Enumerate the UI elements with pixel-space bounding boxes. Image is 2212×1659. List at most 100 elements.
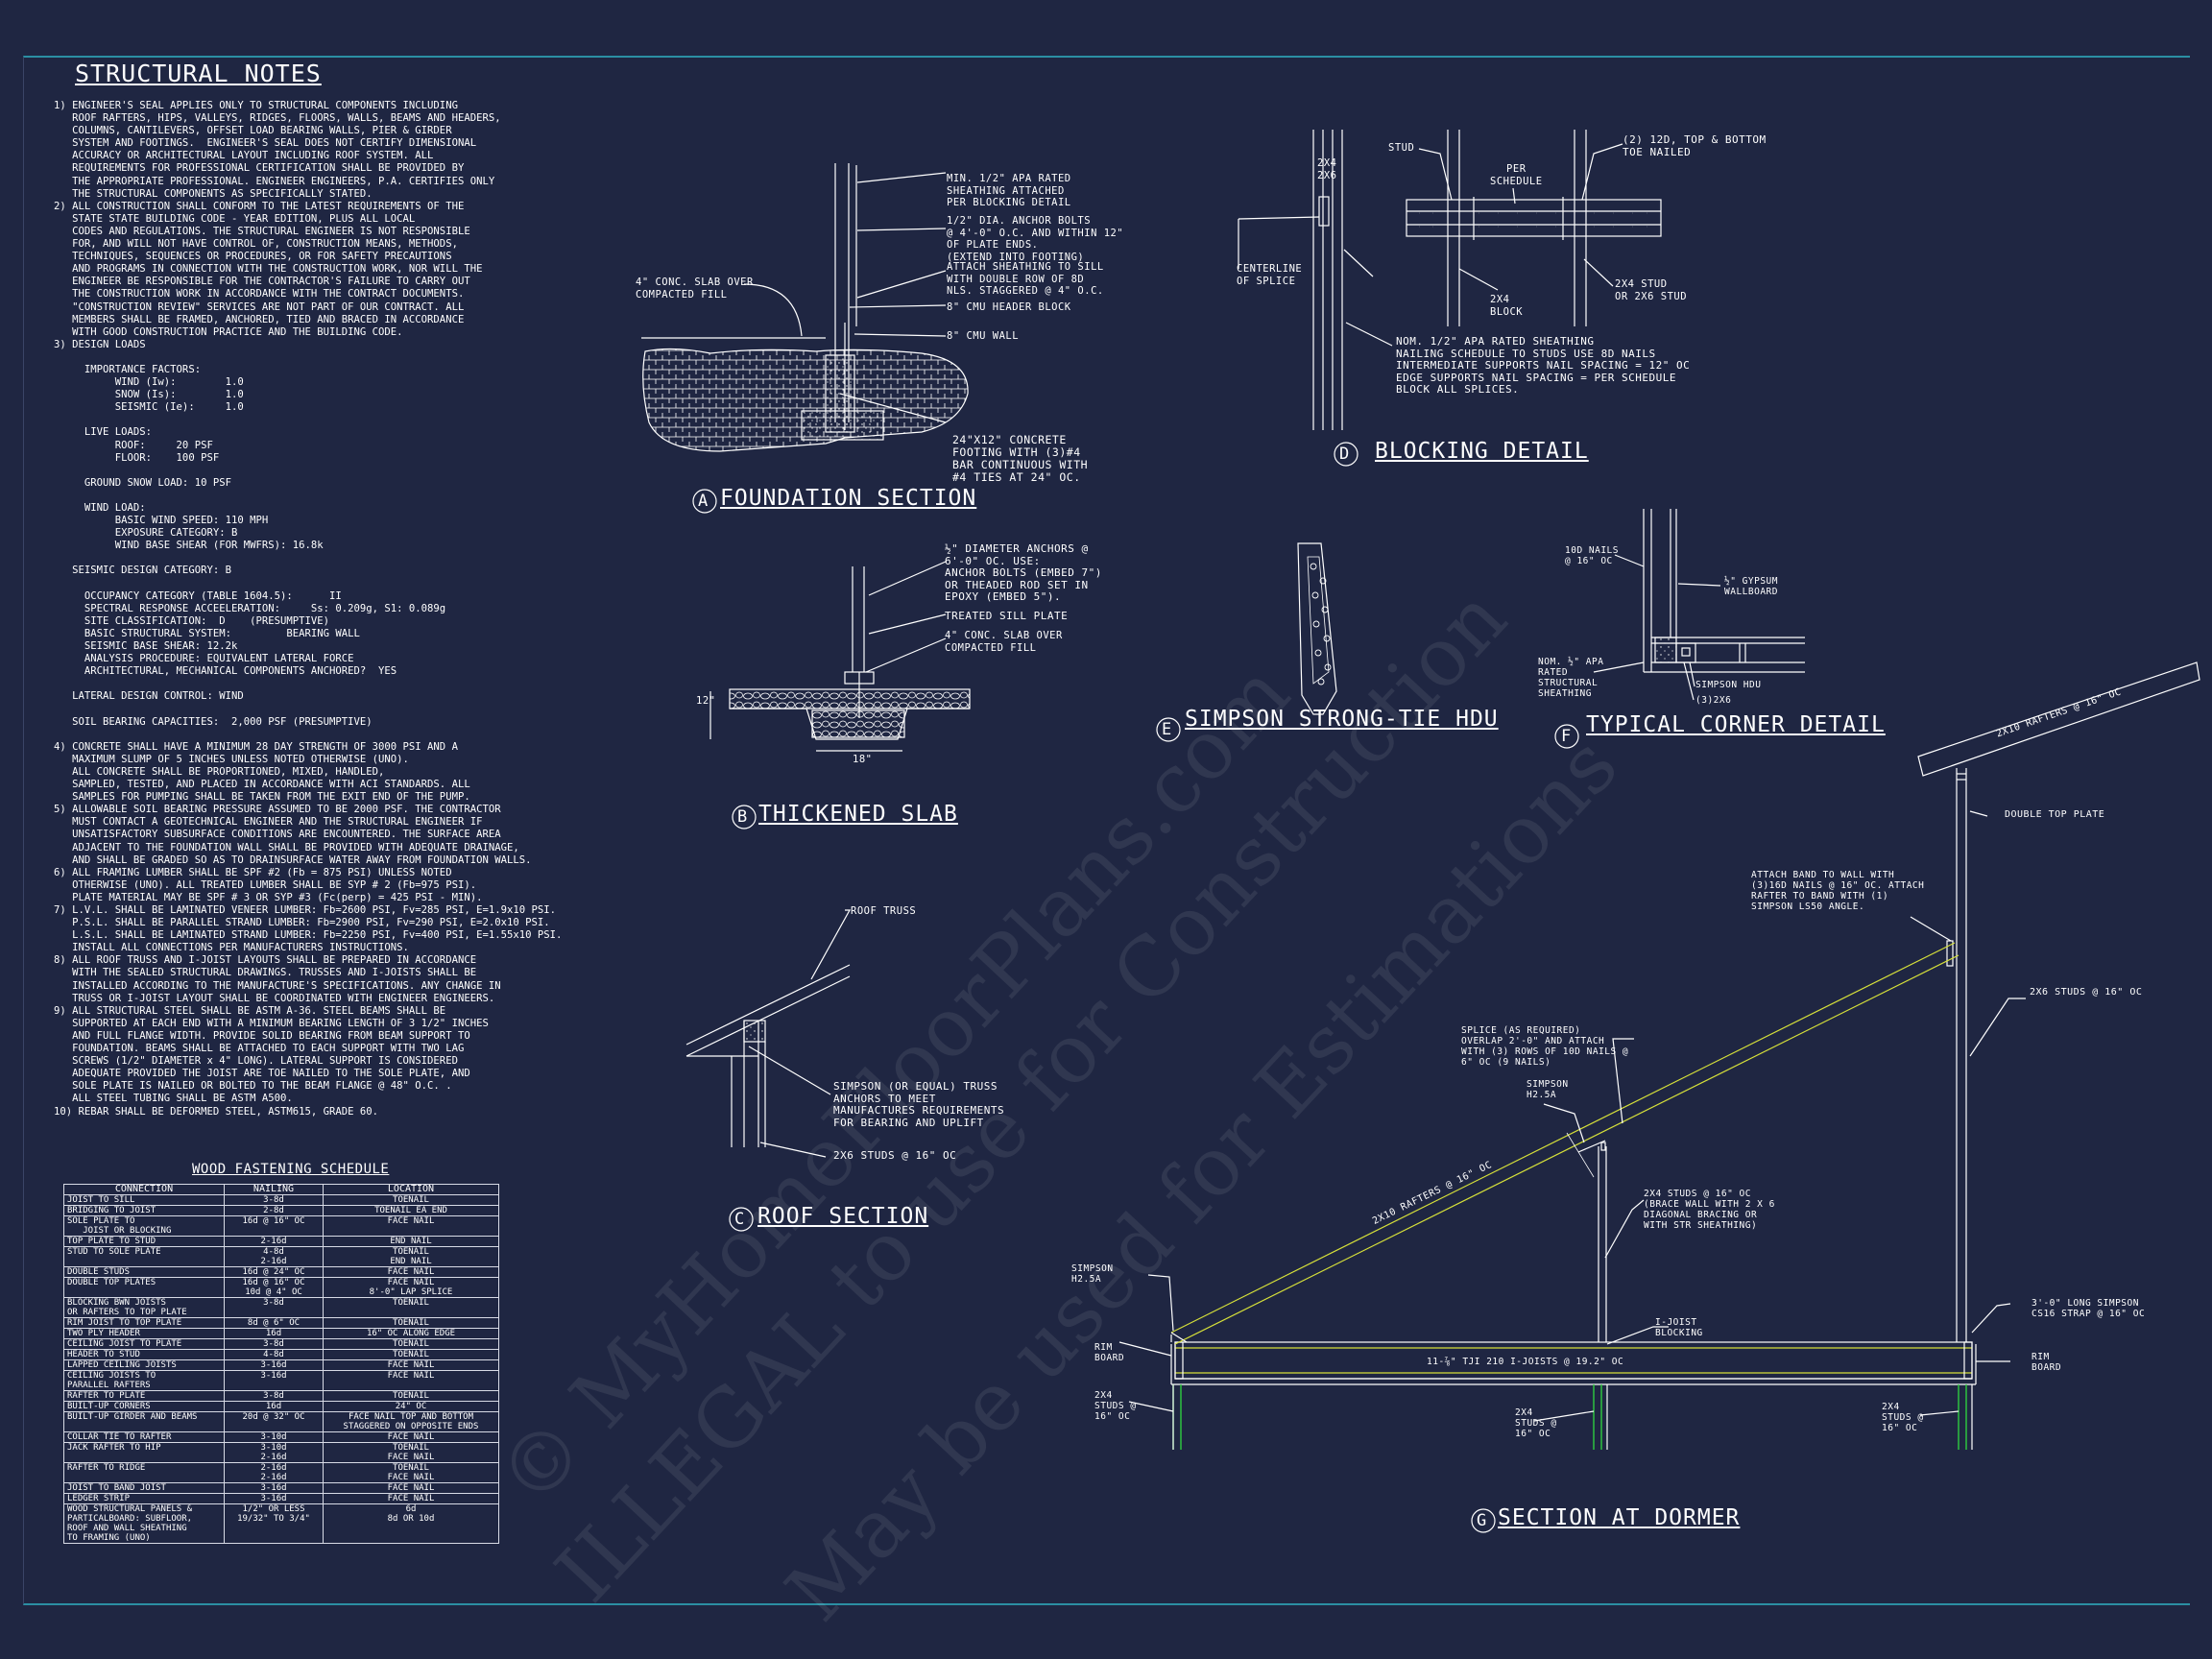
- typical-corner-drawing: [1593, 509, 1805, 701]
- detail-letter-a: A: [698, 492, 709, 511]
- label-g-rim-right: RIM BOARD: [2032, 1352, 2062, 1373]
- schedule-cell-location: FACE NAIL 8'-0" LAP SPLICE: [323, 1277, 499, 1298]
- label-g-i-joist-blocking: I-JOIST BLOCKING: [1655, 1317, 1703, 1338]
- label-a-sheathing: MIN. 1/2" APA RATED SHEATHING ATTACHED P…: [947, 173, 1071, 208]
- label-g-studs-left: 2x4 STUDS @ 16" OC: [1094, 1390, 1137, 1422]
- label-b-dim-18: 18": [853, 754, 873, 765]
- schedule-cell-nailing: 16d @ 24" OC: [224, 1266, 324, 1278]
- detail-title-roof-section: ROOF SECTION: [757, 1204, 929, 1229]
- label-b-sill-plate: TREATED SILL PLATE: [945, 610, 1069, 622]
- label-g-splice: SPLICE (AS REQUIRED) OVERLAP 2'-0" AND A…: [1461, 1025, 1629, 1068]
- label-d-stud: STUD: [1388, 142, 1415, 154]
- label-d-sheathing-note: NOM. 1/2" APA RATED SHEATHING NAILING SC…: [1396, 335, 1691, 396]
- schedule-cell-location: FACE NAIL TOP AND BOTTOM STAGGERED ON OP…: [323, 1411, 499, 1432]
- label-c-truss-anchors: SIMPSON (OR EQUAL) TRUSS ANCHORS TO MEET…: [833, 1080, 1005, 1129]
- schedule-cell-connection: WOOD STRUCTURAL PANELS & PARTICALBOARD: …: [63, 1503, 225, 1544]
- label-a-footing: 24"x12" CONCRETE FOOTING WITH (3)#4 BAR …: [952, 433, 1089, 484]
- label-b-anchors: ½" DIAMETER ANCHORS @ 6'-0" OC. USE: ANC…: [945, 542, 1102, 603]
- schedule-cell-nailing: 16d @ 16" OC 10d @ 4" OC: [224, 1277, 324, 1298]
- label-g-i-joists: 11-⅞" TJI 210 I-JOISTS @ 19.2" OC: [1427, 1357, 1624, 1367]
- schedule-cell-connection: LAPPED CEILING JOISTS: [63, 1359, 225, 1371]
- label-b-dim-12: 12": [696, 695, 716, 707]
- notes-title: STRUCTURAL NOTES: [75, 60, 322, 87]
- roof-section-drawing: [685, 909, 852, 1158]
- label-g-2x6-studs: 2x6 STUDS @ 16" OC: [2030, 987, 2143, 998]
- label-b-slab: 4" CONC. SLAB OVER COMPACTED FILL: [945, 630, 1063, 654]
- thickened-slab-drawing: [709, 561, 971, 752]
- structural-notes-text: 1) ENGINEER'S SEAL APPLIES ONLY TO STRUC…: [54, 100, 563, 1118]
- section-at-dormer-drawing: [1118, 661, 2200, 1450]
- detail-letter-g: G: [1477, 1511, 1487, 1530]
- schedule-cell-connection: SOLE PLATE TO JOIST OR BLOCKING: [63, 1215, 225, 1237]
- label-f-sheathing: NOM. ½" APA RATED STRUCTURAL SHEATHING: [1538, 657, 1604, 699]
- label-a-attach-sheathing: ATTACH SHEATHING TO SILL WITH DOUBLE ROW…: [947, 261, 1104, 297]
- label-a-anchor-bolts: 1/2" DIA. ANCHOR BOLTS @ 4'-0" O.C. AND …: [947, 215, 1124, 263]
- label-c-studs: 2x6 STUDS @ 16" OC: [833, 1149, 957, 1162]
- detail-circles: [692, 442, 1579, 1533]
- schedule-cell-nailing: 16d @ 16" OC: [224, 1215, 324, 1237]
- schedule-cell-location: 6d 8d OR 10d: [323, 1503, 499, 1544]
- label-g-studs-right: 2x4 STUDS @ 16" OC: [1882, 1402, 1924, 1433]
- detail-letter-d: D: [1339, 445, 1350, 464]
- schedule-row: WOOD STRUCTURAL PANELS & PARTICALBOARD: …: [63, 1503, 499, 1544]
- detail-title-blocking: BLOCKING DETAIL: [1375, 439, 1589, 464]
- label-g-studs-mid: 2x4 STUDS @ 16" OC: [1515, 1407, 1557, 1439]
- label-f-nails: 10d NAILS @ 16" OC: [1565, 545, 1619, 566]
- schedule-row: BLOCKING BWN JOISTS OR RAFTERS TO TOP PL…: [63, 1297, 499, 1318]
- label-a-slab: 4" CONC. SLAB OVER COMPACTED FILL: [636, 276, 754, 301]
- schedule-cell-nailing: 4-8d 2-16d: [224, 1246, 324, 1267]
- label-a-cmu-header: 8" CMU HEADER BLOCK: [947, 301, 1071, 313]
- detail-title-simpson-hdu: SIMPSON STRONG-TIE HDU: [1185, 707, 1499, 732]
- label-g-simpson-left: SIMPSON H2.5A: [1071, 1263, 1114, 1285]
- detail-letter-c: C: [734, 1210, 745, 1229]
- label-d-stud-size: 2x4 2x6: [1317, 157, 1337, 181]
- detail-title-foundation: FOUNDATION SECTION: [720, 486, 977, 511]
- label-g-rim-left: RIM BOARD: [1094, 1342, 1125, 1363]
- blocking-detail-drawing: [1238, 130, 1662, 430]
- detail-letter-f: F: [1561, 727, 1572, 746]
- label-f-hdu: SIMPSON HDU: [1695, 680, 1762, 690]
- schedule-title: WOOD FASTENING SCHEDULE: [192, 1162, 390, 1177]
- schedule-cell-connection: CEILING JOISTS TO PARALLEL RAFTERS: [63, 1370, 225, 1391]
- label-g-simpson-mid: SIMPSON H2.5A: [1527, 1079, 1569, 1100]
- label-g-attach-band: ATTACH BAND TO WALL WITH (3)16d NAILS @ …: [1751, 870, 1925, 912]
- label-f-gypsum: ½" GYPSUM WALLBOARD: [1724, 576, 1778, 597]
- label-g-double-top-plate: DOUBLE TOP PLATE: [2005, 809, 2105, 820]
- schedule-cell-location: TOENAIL FACE NAIL: [323, 1442, 499, 1463]
- foundation-section-drawing: [641, 163, 969, 452]
- simpson-hdu-drawing: [1297, 542, 1337, 715]
- schedule-cell-connection: BRIDGING TO JOIST: [63, 1205, 225, 1216]
- label-d-per-schedule: PER SCHEDULE: [1490, 163, 1543, 187]
- label-d-stud-choice: 2x4 STUD OR 2x6 STUD: [1615, 278, 1688, 302]
- label-d-block: 2x4 BLOCK: [1490, 294, 1524, 318]
- detail-title-typical-corner: TYPICAL CORNER DETAIL: [1586, 712, 1886, 737]
- label-c-roof-truss: ROOF TRUSS: [851, 905, 917, 917]
- drawing-frame: [23, 56, 2190, 1605]
- detail-title-section-at-dormer: SECTION AT DORMER: [1498, 1505, 1741, 1530]
- label-g-cs16-strap: 3'-0" LONG SIMPSON CS16 STRAP @ 16" OC: [2032, 1298, 2146, 1319]
- label-f-2x6: (3)2x6: [1695, 695, 1732, 706]
- fastening-schedule-table: CONNECTION NAILING LOCATION JOIST TO SIL…: [63, 1184, 499, 1544]
- detail-letter-b: B: [737, 807, 748, 827]
- label-a-cmu-wall: 8" CMU WALL: [947, 330, 1020, 342]
- schedule-cell-connection: HEADER TO STUD: [63, 1349, 225, 1360]
- detail-title-thickened-slab: THICKENED SLAB: [758, 802, 958, 827]
- schedule-cell-connection: DOUBLE TOP PLATES: [63, 1277, 225, 1298]
- schedule-cell-connection: RIM JOIST TO TOP PLATE: [63, 1317, 225, 1329]
- label-g-2x4-studs-note: 2x4 STUDS @ 16" OC (BRACE WALL WITH 2 X …: [1644, 1189, 1775, 1231]
